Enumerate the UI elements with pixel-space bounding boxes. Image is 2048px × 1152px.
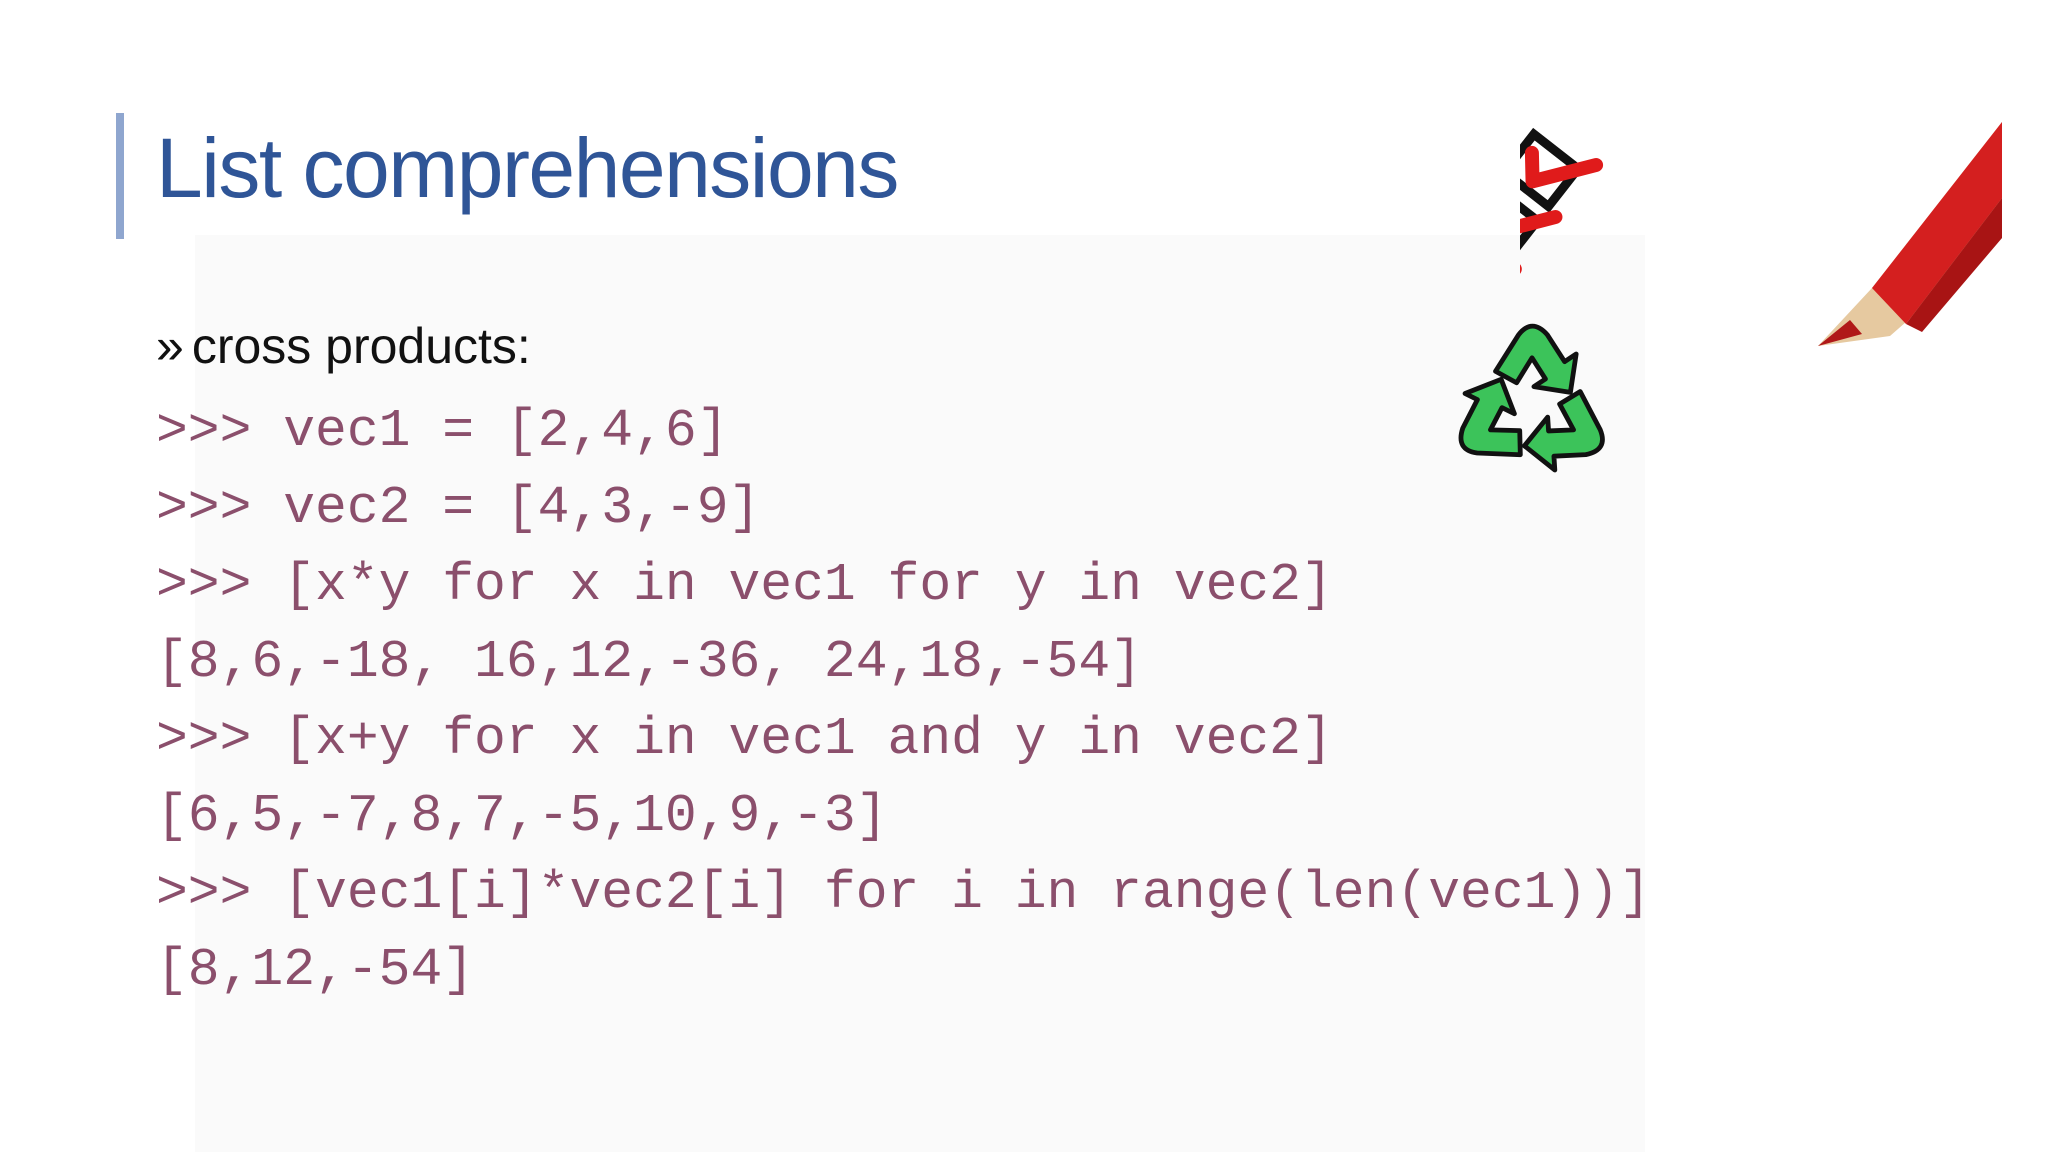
code-line: [8,6,-18, 16,12,-36, 24,18,-54] xyxy=(156,632,1142,692)
slide-title: List comprehensions xyxy=(156,121,899,215)
title-accent-bar xyxy=(116,113,124,239)
code-block: >>> vec1 = [2,4,6] >>> vec2 = [4,3,-9] >… xyxy=(156,393,1651,1009)
bullet-item: »cross products: xyxy=(156,312,531,380)
code-line: >>> [x*y for x in vec1 for y in vec2] xyxy=(156,555,1333,615)
code-line: >>> [x+y for x in vec1 and y in vec2] xyxy=(156,709,1333,769)
code-line: >>> [vec1[i]*vec2[i] for i in range(len(… xyxy=(156,863,1651,923)
content-panel xyxy=(195,235,1645,1152)
code-line: [8,12,-54] xyxy=(156,940,475,1000)
code-line: [6,5,-7,8,7,-5,10,9,-3] xyxy=(156,786,888,846)
code-line: >>> vec2 = [4,3,-9] xyxy=(156,478,761,538)
checklist-with-pencil-icon xyxy=(1520,122,2002,346)
recycle-icon xyxy=(1458,323,1605,473)
bullet-marker: » xyxy=(156,318,184,374)
code-line: >>> vec1 = [2,4,6] xyxy=(156,401,729,461)
bullet-text: cross products: xyxy=(191,318,531,374)
